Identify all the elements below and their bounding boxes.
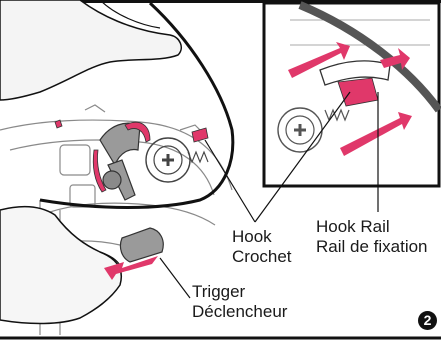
hand-icon (0, 0, 181, 100)
spring-icon (188, 152, 208, 162)
hook-label-en: Hook (232, 227, 292, 247)
hook-rail-label-en: Hook Rail (316, 217, 428, 237)
hook-mechanism (55, 120, 208, 200)
hook-label: Hook Crochet (232, 227, 292, 267)
hook-rail-label-fr: Rail de fixation (316, 237, 428, 257)
trigger-label-en: Trigger (192, 282, 287, 302)
step-number-badge: 2 (418, 311, 437, 330)
trigger-label-fr: Déclencheur (192, 302, 287, 322)
trigger-label: Trigger Déclencheur (192, 282, 287, 322)
hook-rail-label: Hook Rail Rail de fixation (316, 217, 428, 257)
hook-label-fr: Crochet (232, 247, 292, 267)
hand-icon (0, 207, 122, 324)
detail-inset (264, 3, 439, 186)
